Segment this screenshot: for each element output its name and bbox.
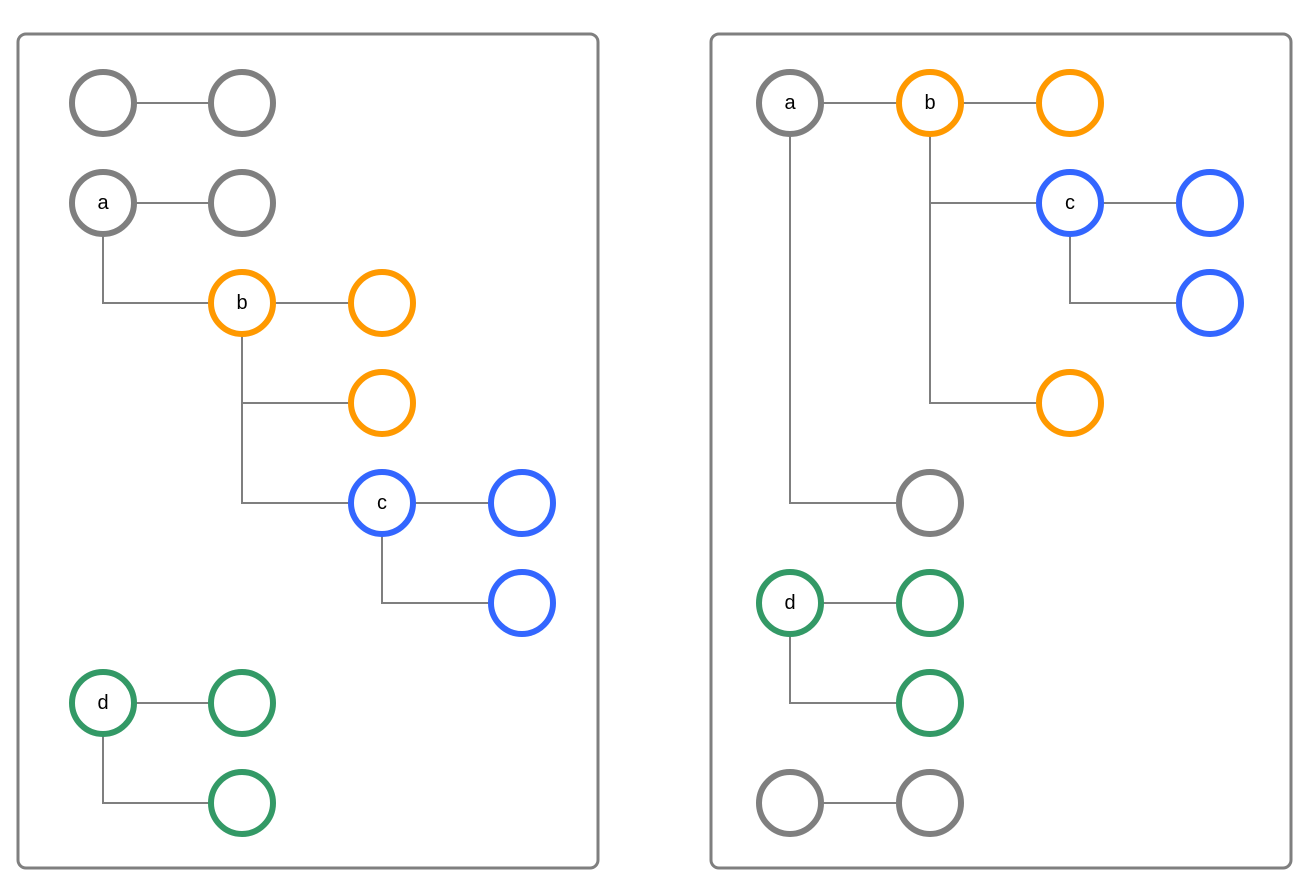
left-node-l1 — [69, 69, 137, 137]
left-node-circle — [348, 269, 416, 337]
left-node-circle — [208, 269, 276, 337]
right-node-circle — [896, 69, 964, 137]
left-edge-l5-l8 — [241, 334, 351, 504]
right-node-circle — [1036, 169, 1104, 237]
right-panel-nodes: a b c d — [756, 69, 1244, 837]
right-node-circle — [756, 69, 824, 137]
right-edge-r4-r6 — [1069, 234, 1179, 304]
right-node-circle — [1176, 269, 1244, 337]
right-node-r7 — [1036, 369, 1104, 437]
left-node-label: d — [97, 692, 108, 714]
right-edge-r9-r11 — [789, 634, 899, 704]
left-node-l13 — [208, 769, 276, 837]
right-node-circle — [1176, 169, 1244, 237]
left-edge-l3-l5 — [102, 234, 211, 304]
left-node-circle — [69, 69, 137, 137]
right-node-circle — [896, 469, 964, 537]
right-node-circle — [896, 669, 964, 737]
right-node-d: d — [756, 569, 824, 637]
left-node-circle — [348, 469, 416, 537]
right-node-r5 — [1176, 169, 1244, 237]
left-node-l12 — [208, 669, 276, 737]
left-node-circle — [488, 469, 556, 537]
left-node-circle — [348, 369, 416, 437]
right-node-b: b — [896, 69, 964, 137]
right-node-a: a — [756, 69, 824, 137]
right-node-r13 — [896, 769, 964, 837]
left-panel: a b c d — [16, 32, 600, 870]
left-node-circle — [208, 769, 276, 837]
left-node-d: d — [69, 669, 137, 737]
left-node-circle — [208, 169, 276, 237]
left-node-circle — [69, 169, 137, 237]
right-node-c: c — [1036, 169, 1104, 237]
left-node-l6 — [348, 269, 416, 337]
right-node-circle — [896, 769, 964, 837]
right-panel-frame — [709, 32, 1293, 870]
right-node-label: a — [784, 92, 796, 114]
right-node-r6 — [1176, 269, 1244, 337]
left-panel-nodes: a b c d — [69, 69, 556, 837]
right-node-label: b — [924, 92, 935, 114]
right-node-r12 — [756, 769, 824, 837]
right-edge-r1-r8 — [789, 134, 899, 504]
right-node-r8 — [896, 469, 964, 537]
right-panel-edges — [789, 102, 1179, 804]
right-node-r10 — [896, 569, 964, 637]
left-node-circle — [208, 69, 276, 137]
right-node-circle — [756, 569, 824, 637]
right-node-r3 — [1036, 69, 1104, 137]
left-node-l2 — [208, 69, 276, 137]
right-node-circle — [1036, 369, 1104, 437]
right-node-circle — [1036, 69, 1104, 137]
left-node-l9 — [488, 469, 556, 537]
left-edge-l11-l13 — [102, 734, 211, 804]
left-panel-edges — [102, 102, 491, 804]
left-node-l7 — [348, 369, 416, 437]
left-node-c: c — [348, 469, 416, 537]
left-node-label: a — [97, 192, 109, 214]
right-edge-r2-r7 — [929, 134, 1039, 404]
left-panel-frame — [16, 32, 600, 870]
left-node-label: c — [377, 492, 387, 514]
left-node-l4 — [208, 169, 276, 237]
right-node-label: c — [1065, 192, 1075, 214]
left-node-b: b — [208, 269, 276, 337]
left-node-l10 — [488, 569, 556, 637]
right-node-circle — [756, 769, 824, 837]
right-panel: a b c d — [709, 32, 1293, 870]
right-node-circle — [896, 569, 964, 637]
left-edge-l8-l10 — [381, 534, 491, 604]
left-node-circle — [488, 569, 556, 637]
left-node-a: a — [69, 169, 137, 237]
right-node-r11 — [896, 669, 964, 737]
left-node-circle — [69, 669, 137, 737]
left-node-circle — [208, 669, 276, 737]
right-node-label: d — [784, 592, 795, 614]
left-node-label: b — [236, 292, 247, 314]
